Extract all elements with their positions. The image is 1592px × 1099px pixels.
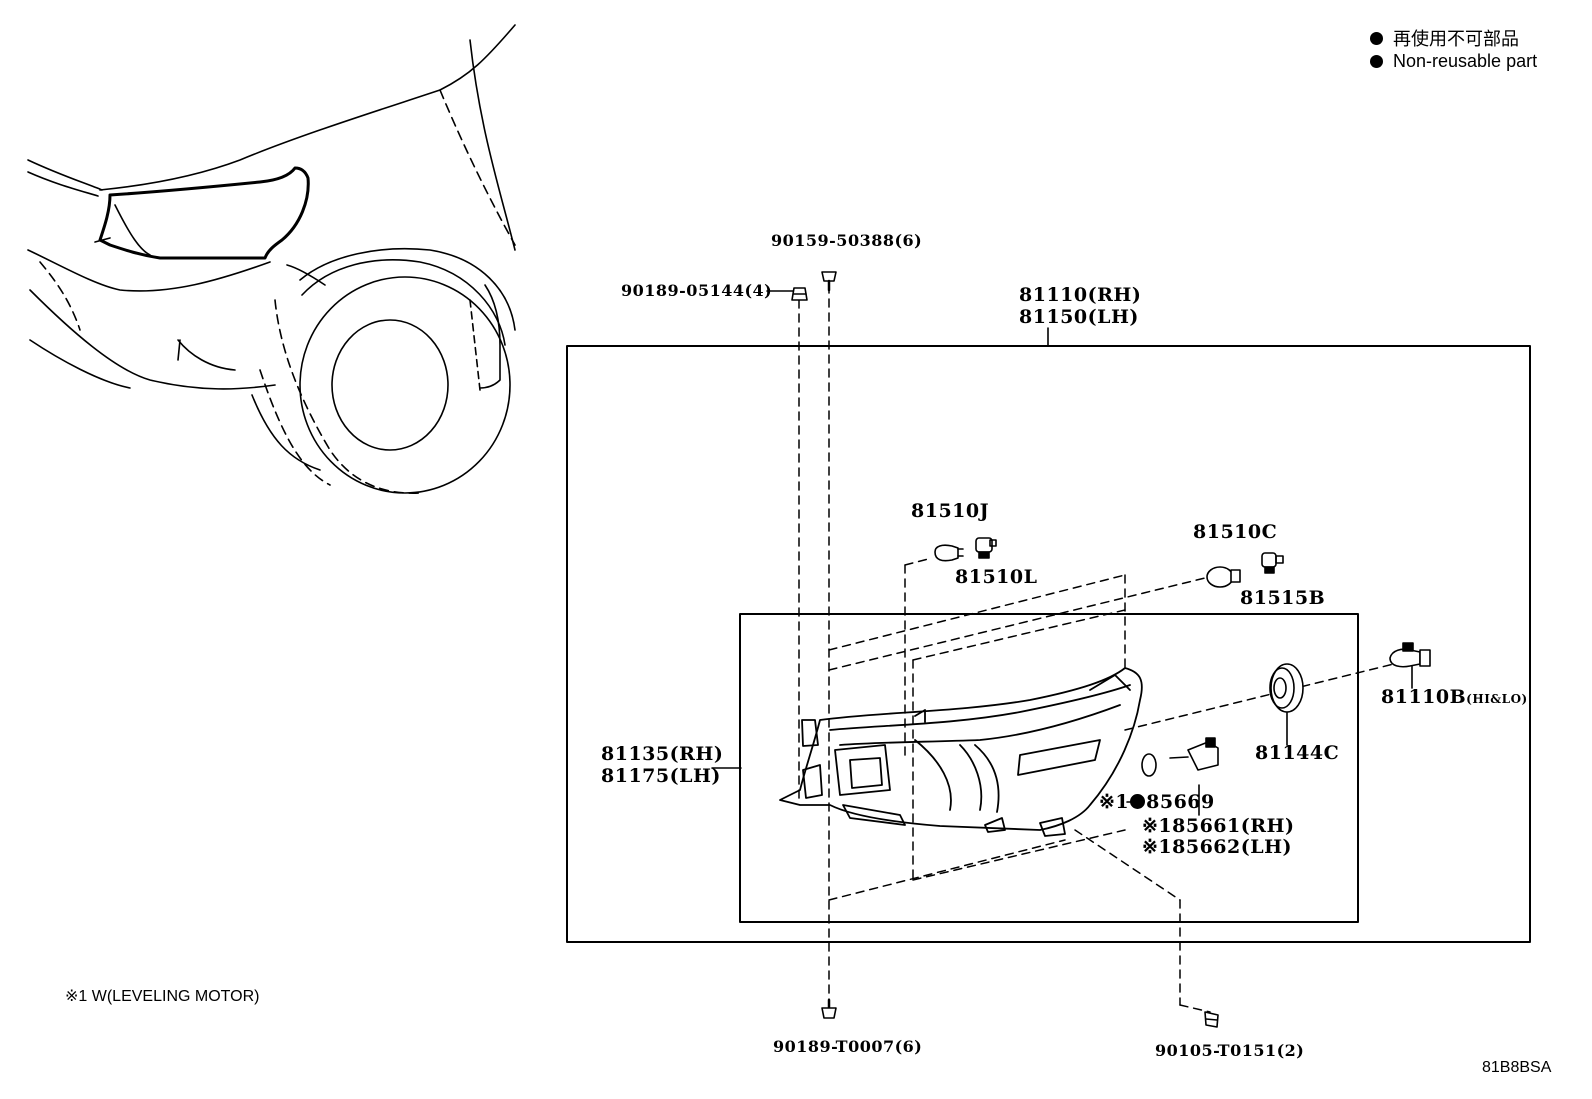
legend-non-reusable-ja: 再使用不可部品 — [1370, 25, 1519, 51]
non-reusable-dot-icon — [1130, 794, 1146, 809]
label-gasket-prefix: ※1 — [1099, 791, 1130, 813]
diagram-code: 81B8BSA — [1482, 1059, 1552, 1076]
legend-non-reusable-en: Non-reusable part — [1370, 51, 1537, 72]
label-socket-l[interactable]: 81510L — [955, 566, 1038, 588]
socket-b-icon — [1261, 552, 1284, 574]
label-gasket[interactable]: ※1 85669 — [1099, 793, 1215, 812]
label-nut-top[interactable]: 90189-05144(4) — [621, 281, 773, 300]
label-bulb-j[interactable]: 81510J — [911, 500, 990, 522]
label-assy-lh[interactable]: 81150(LH) — [1019, 306, 1139, 328]
label-assy-rh[interactable]: 81110(RH) — [1019, 284, 1142, 306]
bulb-hilo-icon — [1389, 642, 1431, 668]
label-cover[interactable]: 81144C — [1255, 742, 1340, 764]
label-bulb-hilo-suffix: (HI&LO) — [1466, 692, 1528, 706]
label-bulb-c[interactable]: 81510C — [1193, 521, 1278, 543]
leveling-motor-icon — [1169, 737, 1219, 771]
vehicle-illustration — [27, 24, 516, 494]
label-nut-bottom[interactable]: 90189-T0007(6) — [773, 1037, 923, 1056]
legend-text-en: Non-reusable part — [1393, 51, 1538, 71]
label-socket-b[interactable]: 81515B — [1240, 587, 1326, 609]
label-housing-rh[interactable]: 81135(RH) — [601, 743, 724, 765]
label-motor-lh[interactable]: ※185662(LH) — [1142, 836, 1293, 858]
footnote: ※1 W(LEVELING MOTOR) — [65, 988, 260, 1005]
label-bulb-hilo[interactable]: 81110B(HI&LO) — [1381, 688, 1528, 707]
cover-81144c-icon — [1269, 663, 1304, 713]
gasket-85669-icon — [1141, 753, 1157, 777]
non-reusable-dot-icon — [1370, 31, 1383, 45]
label-motor-rh[interactable]: ※185661(RH) — [1142, 815, 1295, 837]
bulb-c-icon — [1206, 566, 1241, 588]
label-screw-top[interactable]: 90159-50388(6) — [771, 231, 923, 250]
legend-text-ja: 再使用不可部品 — [1393, 29, 1519, 49]
label-gasket-number: 85669 — [1146, 791, 1215, 813]
screw-bottom-icon — [1204, 1011, 1219, 1028]
nut-bottom-icon — [821, 998, 837, 1019]
label-screw-bottom[interactable]: 90105-T0151(2) — [1155, 1041, 1305, 1060]
label-bulb-hilo-number: 81110B — [1381, 686, 1467, 708]
nut-top-icon — [791, 287, 808, 301]
non-reusable-dot-icon — [1370, 55, 1383, 68]
socket-l-icon — [975, 537, 997, 559]
label-housing-lh[interactable]: 81175(LH) — [601, 765, 721, 787]
screw-top-icon — [821, 271, 837, 292]
assembly-frame-outer — [566, 345, 1531, 943]
bulb-j-icon — [934, 544, 964, 562]
headlamp-housing — [779, 667, 1143, 837]
assembly-frame-inner — [739, 613, 1359, 923]
